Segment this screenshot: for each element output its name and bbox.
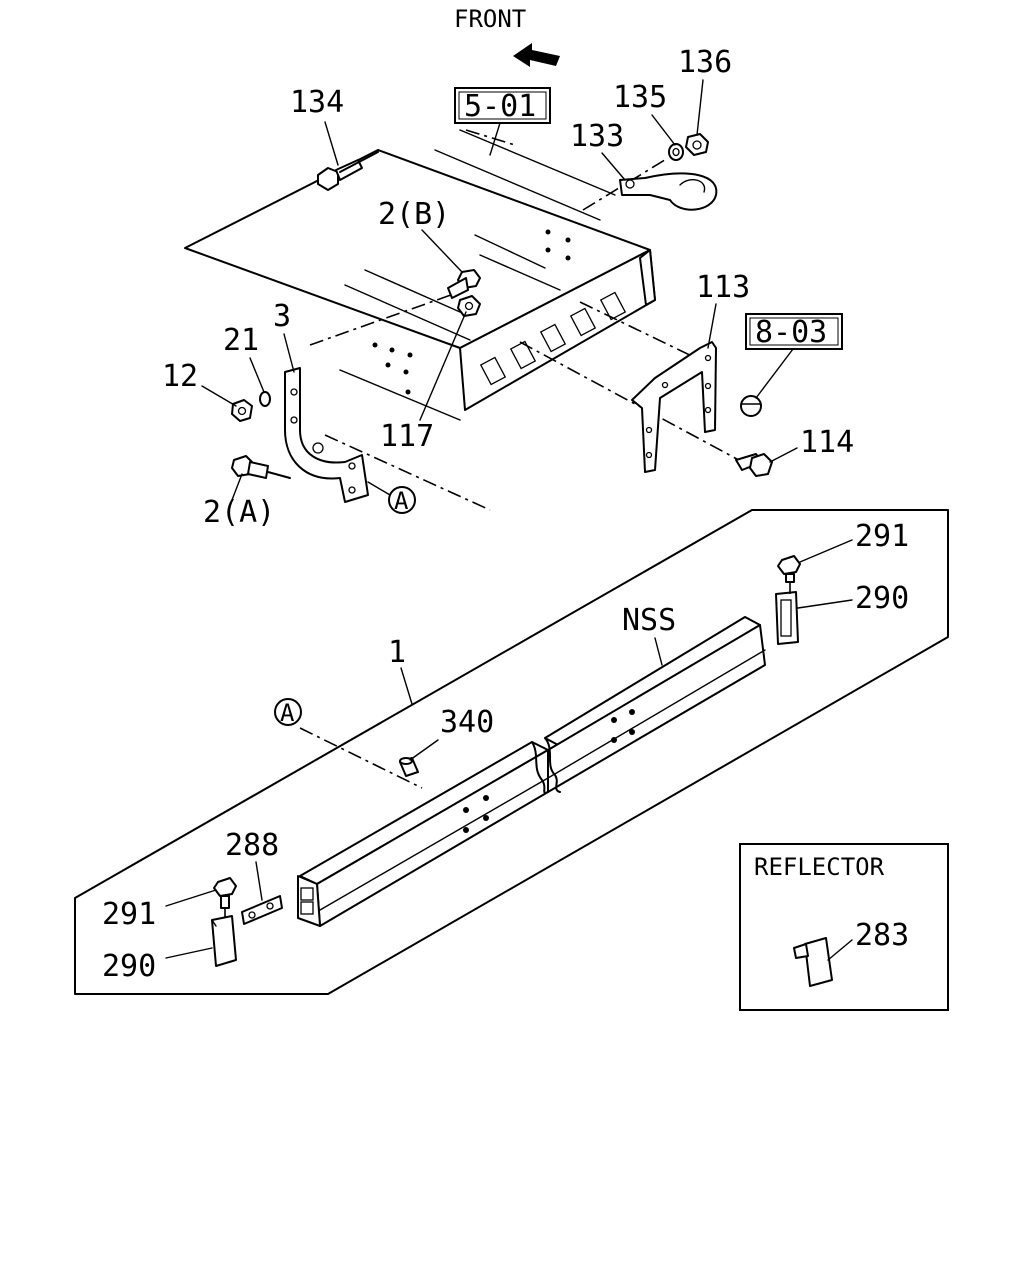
callout-136: 136: [678, 45, 732, 80]
callout-nss: NSS: [622, 603, 676, 638]
pad-290-upper: [775, 591, 799, 645]
bracket-3: [284, 367, 369, 503]
cap-8-03: [740, 395, 762, 417]
callout-134: 134: [290, 85, 344, 120]
callout-288: 288: [225, 828, 279, 863]
nut-117: [457, 295, 481, 317]
callout-2b: 2(B): [378, 197, 450, 232]
circle-a-lower: A: [274, 698, 302, 727]
reflector-title: REFLECTOR: [754, 853, 885, 881]
ref-box-5-01: 5-01: [454, 87, 551, 124]
front-label: FRONT: [454, 5, 526, 33]
assembly-line: [519, 341, 749, 466]
assembly-line: [582, 157, 669, 211]
circle-a-label: A: [394, 487, 409, 515]
callout-135: 135: [613, 80, 667, 115]
callout-2a: 2(A): [203, 495, 275, 530]
assembly-line: [324, 434, 491, 511]
frame-rail-1: [297, 616, 766, 927]
washer-21: [259, 391, 271, 407]
pad-290-lower: [211, 915, 237, 967]
callout-114: 114: [800, 425, 854, 460]
callout-291-upper: 291: [855, 519, 909, 554]
nut-136: [685, 133, 709, 156]
bolt-291-lower: [213, 877, 237, 909]
ref-5-01: 5-01: [464, 89, 536, 124]
circle-a-label: A: [280, 699, 295, 727]
assembly-line: [465, 129, 516, 146]
callout-290-upper: 290: [855, 581, 909, 616]
callout-12: 12: [162, 359, 198, 394]
assembly-line: [309, 289, 466, 346]
callout-3: 3: [273, 299, 291, 334]
frame-panel-outline: [74, 509, 949, 995]
pin-340: [399, 757, 419, 777]
front-arrow-icon: [513, 43, 560, 67]
washer-135: [668, 143, 684, 161]
callout-133: 133: [570, 119, 624, 154]
plate-288: [241, 895, 283, 925]
rear-crossmember: [184, 129, 656, 421]
callout-21: 21: [223, 323, 259, 358]
bolt-291-upper: [777, 555, 801, 583]
bolt-2b: [447, 269, 481, 299]
callout-113: 113: [696, 270, 750, 305]
assembly-line: [299, 727, 423, 789]
ref-box-8-03: 8-03: [745, 313, 843, 350]
nut-12: [231, 399, 253, 422]
ref-8-03: 8-03: [755, 315, 827, 350]
bracket-113: [631, 341, 717, 473]
callout-1: 1: [388, 635, 406, 670]
tow-hook-133: [619, 172, 718, 211]
callout-117: 117: [380, 419, 434, 454]
circle-a-upper: A: [367, 481, 416, 515]
callout-291-lower: 291: [102, 897, 156, 932]
bolt-134: [317, 151, 379, 191]
callout-283: 283: [855, 918, 909, 953]
callout-340: 340: [440, 705, 494, 740]
bolt-2a: [231, 455, 291, 479]
reflector-inset: REFLECTOR 283: [739, 843, 949, 1011]
assembly-line: [579, 301, 701, 361]
reflector-283: [793, 937, 833, 987]
callout-290-lower: 290: [102, 949, 156, 984]
bolt-114: [735, 453, 773, 477]
